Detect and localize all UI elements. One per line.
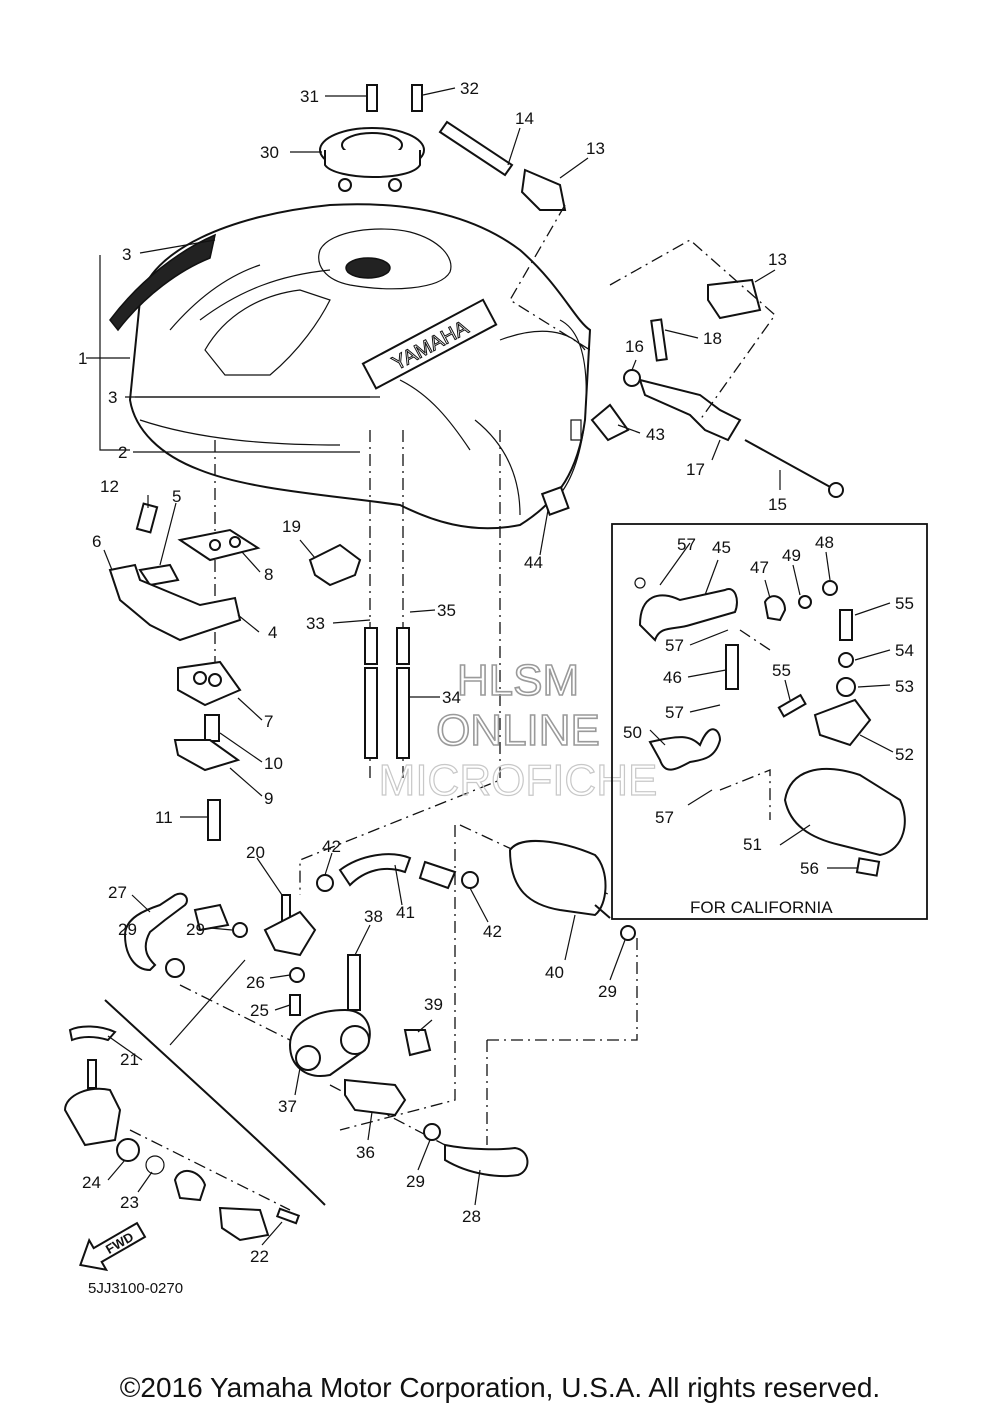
hose-34-b [396, 627, 410, 665]
california-label: FOR CALIFORNIA [690, 898, 833, 917]
callout-42-a: 42 [322, 837, 341, 856]
callout-22: 22 [250, 1247, 269, 1266]
callout-41: 41 [396, 903, 415, 922]
callout-5: 5 [172, 487, 181, 506]
damper-19 [308, 543, 362, 587]
fuel-cap [319, 84, 425, 192]
callout-56: 56 [800, 859, 819, 878]
drawing-code: 5JJ3100-0270 [88, 1280, 184, 1297]
callout-24: 24 [82, 1173, 101, 1192]
callout-52: 52 [895, 745, 914, 764]
callout-57-a: 57 [677, 535, 696, 554]
bolt-31 [366, 84, 378, 112]
callout-38: 38 [364, 907, 383, 926]
bolt-32 [411, 84, 423, 112]
callout-15: 15 [768, 495, 787, 514]
callout-49: 49 [782, 546, 801, 565]
callout-2: 2 [118, 443, 127, 462]
hose-14 [438, 120, 514, 177]
callout-48: 48 [815, 533, 834, 552]
callout-27: 27 [108, 883, 127, 902]
fwd-arrow: FWD [79, 1221, 147, 1272]
copyright-footer: ©2016 Yamaha Motor Corporation, U.S.A. A… [119, 1372, 881, 1403]
callout-29-a: 29 [186, 920, 205, 939]
callout-4: 4 [268, 623, 277, 642]
front-mounts [108, 502, 261, 841]
callout-10: 10 [264, 754, 283, 773]
callout-54: 54 [895, 641, 914, 660]
callout-33: 33 [306, 614, 325, 633]
callout-36: 36 [356, 1143, 375, 1162]
callout-1: 1 [78, 349, 87, 368]
callout-51: 51 [743, 835, 762, 854]
callout-7: 7 [264, 712, 273, 731]
callout-9: 9 [264, 789, 273, 808]
callout-47: 47 [750, 558, 769, 577]
callout-3-b: 3 [108, 388, 117, 407]
callout-28: 28 [462, 1207, 481, 1226]
callout-42-b: 42 [483, 922, 502, 941]
callout-53: 53 [895, 677, 914, 696]
callout-32: 32 [460, 79, 479, 98]
callout-45: 45 [712, 538, 731, 557]
callout-39: 39 [424, 995, 443, 1014]
callout-57-d: 57 [655, 808, 674, 827]
hose-34-c [364, 667, 378, 759]
callout-17: 17 [686, 460, 705, 479]
watermark: HLSM ONLINE MICROFICHE [378, 655, 658, 805]
pad-43 [590, 403, 630, 442]
fuel-tank: YAMAHA [109, 203, 592, 530]
callout-18: 18 [703, 329, 722, 348]
callout-30: 30 [260, 143, 279, 162]
callout-37: 37 [278, 1097, 297, 1116]
callout-31: 31 [300, 87, 319, 106]
callout-55-b: 55 [772, 661, 791, 680]
hose-34-a [364, 627, 378, 665]
hose-34-d [396, 667, 410, 759]
callout-21: 21 [120, 1050, 139, 1069]
callout-29-b: 29 [598, 982, 617, 1001]
pad-44 [540, 485, 570, 516]
callout-3-a: 3 [122, 245, 131, 264]
callout-25: 25 [250, 1001, 269, 1020]
callout-26: 26 [246, 973, 265, 992]
california-parts [634, 577, 906, 877]
callout-35: 35 [437, 601, 456, 620]
callout-57-c: 57 [665, 703, 684, 722]
callout-6: 6 [92, 532, 101, 551]
watermark-line1: HLSM [457, 656, 579, 705]
callout-8: 8 [264, 565, 273, 584]
callout-23: 23 [120, 1193, 139, 1212]
grommet-13-a [520, 168, 567, 211]
callout-55-a: 55 [895, 594, 914, 613]
callout-29-d: 29 [118, 920, 137, 939]
tank-stripe [109, 233, 217, 332]
fuel-system: FWD [63, 839, 636, 1272]
callout-29-c: 29 [406, 1172, 425, 1191]
watermark-line3: MICROFICHE [379, 756, 658, 805]
callout-13-a: 13 [586, 139, 605, 158]
callout-50: 50 [623, 723, 642, 742]
callout-44: 44 [524, 553, 543, 572]
callout-12: 12 [100, 477, 119, 496]
callout-14: 14 [515, 109, 534, 128]
rear-bracket [623, 318, 844, 498]
callout-labels: 1 2 3 3 4 5 6 7 8 9 10 11 12 13 13 14 15… [78, 79, 914, 1266]
callout-43: 43 [646, 425, 665, 444]
leader-lines [86, 87, 894, 1246]
callout-13-b: 13 [768, 250, 787, 269]
grommet-13-b [707, 278, 762, 320]
callout-19: 19 [282, 517, 301, 536]
filler-opening [345, 257, 391, 279]
callout-57-b: 57 [665, 636, 684, 655]
callout-20: 20 [246, 843, 265, 862]
callout-16: 16 [625, 337, 644, 356]
callout-40: 40 [545, 963, 564, 982]
california-box [611, 523, 928, 920]
watermark-line2: ONLINE [436, 706, 600, 755]
callout-11: 11 [155, 808, 173, 827]
callout-46: 46 [663, 668, 682, 687]
callout-34: 34 [442, 688, 461, 707]
